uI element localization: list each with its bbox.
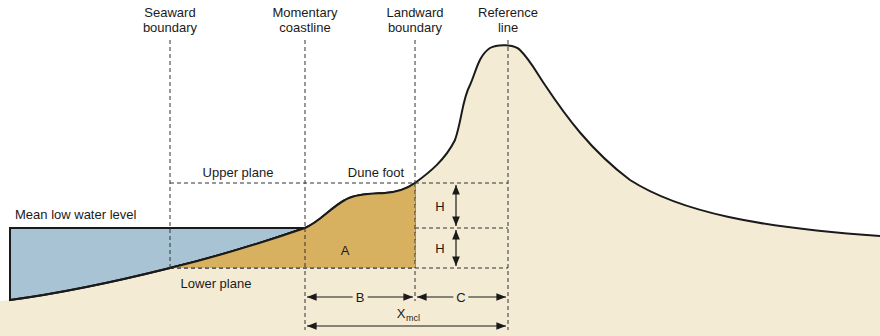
boundary-label: Seaward boundary bbox=[130, 5, 210, 35]
plane-label: Upper plane bbox=[203, 165, 274, 180]
dune-foot-label: Dune foot bbox=[348, 165, 404, 180]
plane-label: Lower plane bbox=[181, 276, 252, 291]
guide-lines bbox=[170, 40, 508, 330]
dimension-label: B bbox=[353, 290, 368, 305]
reference-label: Reference line bbox=[468, 5, 548, 35]
boundary-label: Landward boundary bbox=[375, 5, 455, 35]
subscript-label: mcl bbox=[406, 313, 420, 324]
dimension-label: H bbox=[435, 199, 444, 214]
coastline-label: Momentary coastline bbox=[265, 5, 345, 35]
dimension-label: X bbox=[397, 306, 406, 321]
sand-body bbox=[0, 45, 880, 336]
water-level-label: Mean low water level bbox=[15, 207, 136, 222]
area-label: A bbox=[341, 243, 350, 258]
area-shape bbox=[170, 183, 415, 268]
profile-outline bbox=[10, 45, 880, 300]
dimension-label: H bbox=[435, 241, 444, 256]
area-region: A bbox=[170, 183, 415, 268]
dimension-label: C bbox=[453, 290, 468, 305]
